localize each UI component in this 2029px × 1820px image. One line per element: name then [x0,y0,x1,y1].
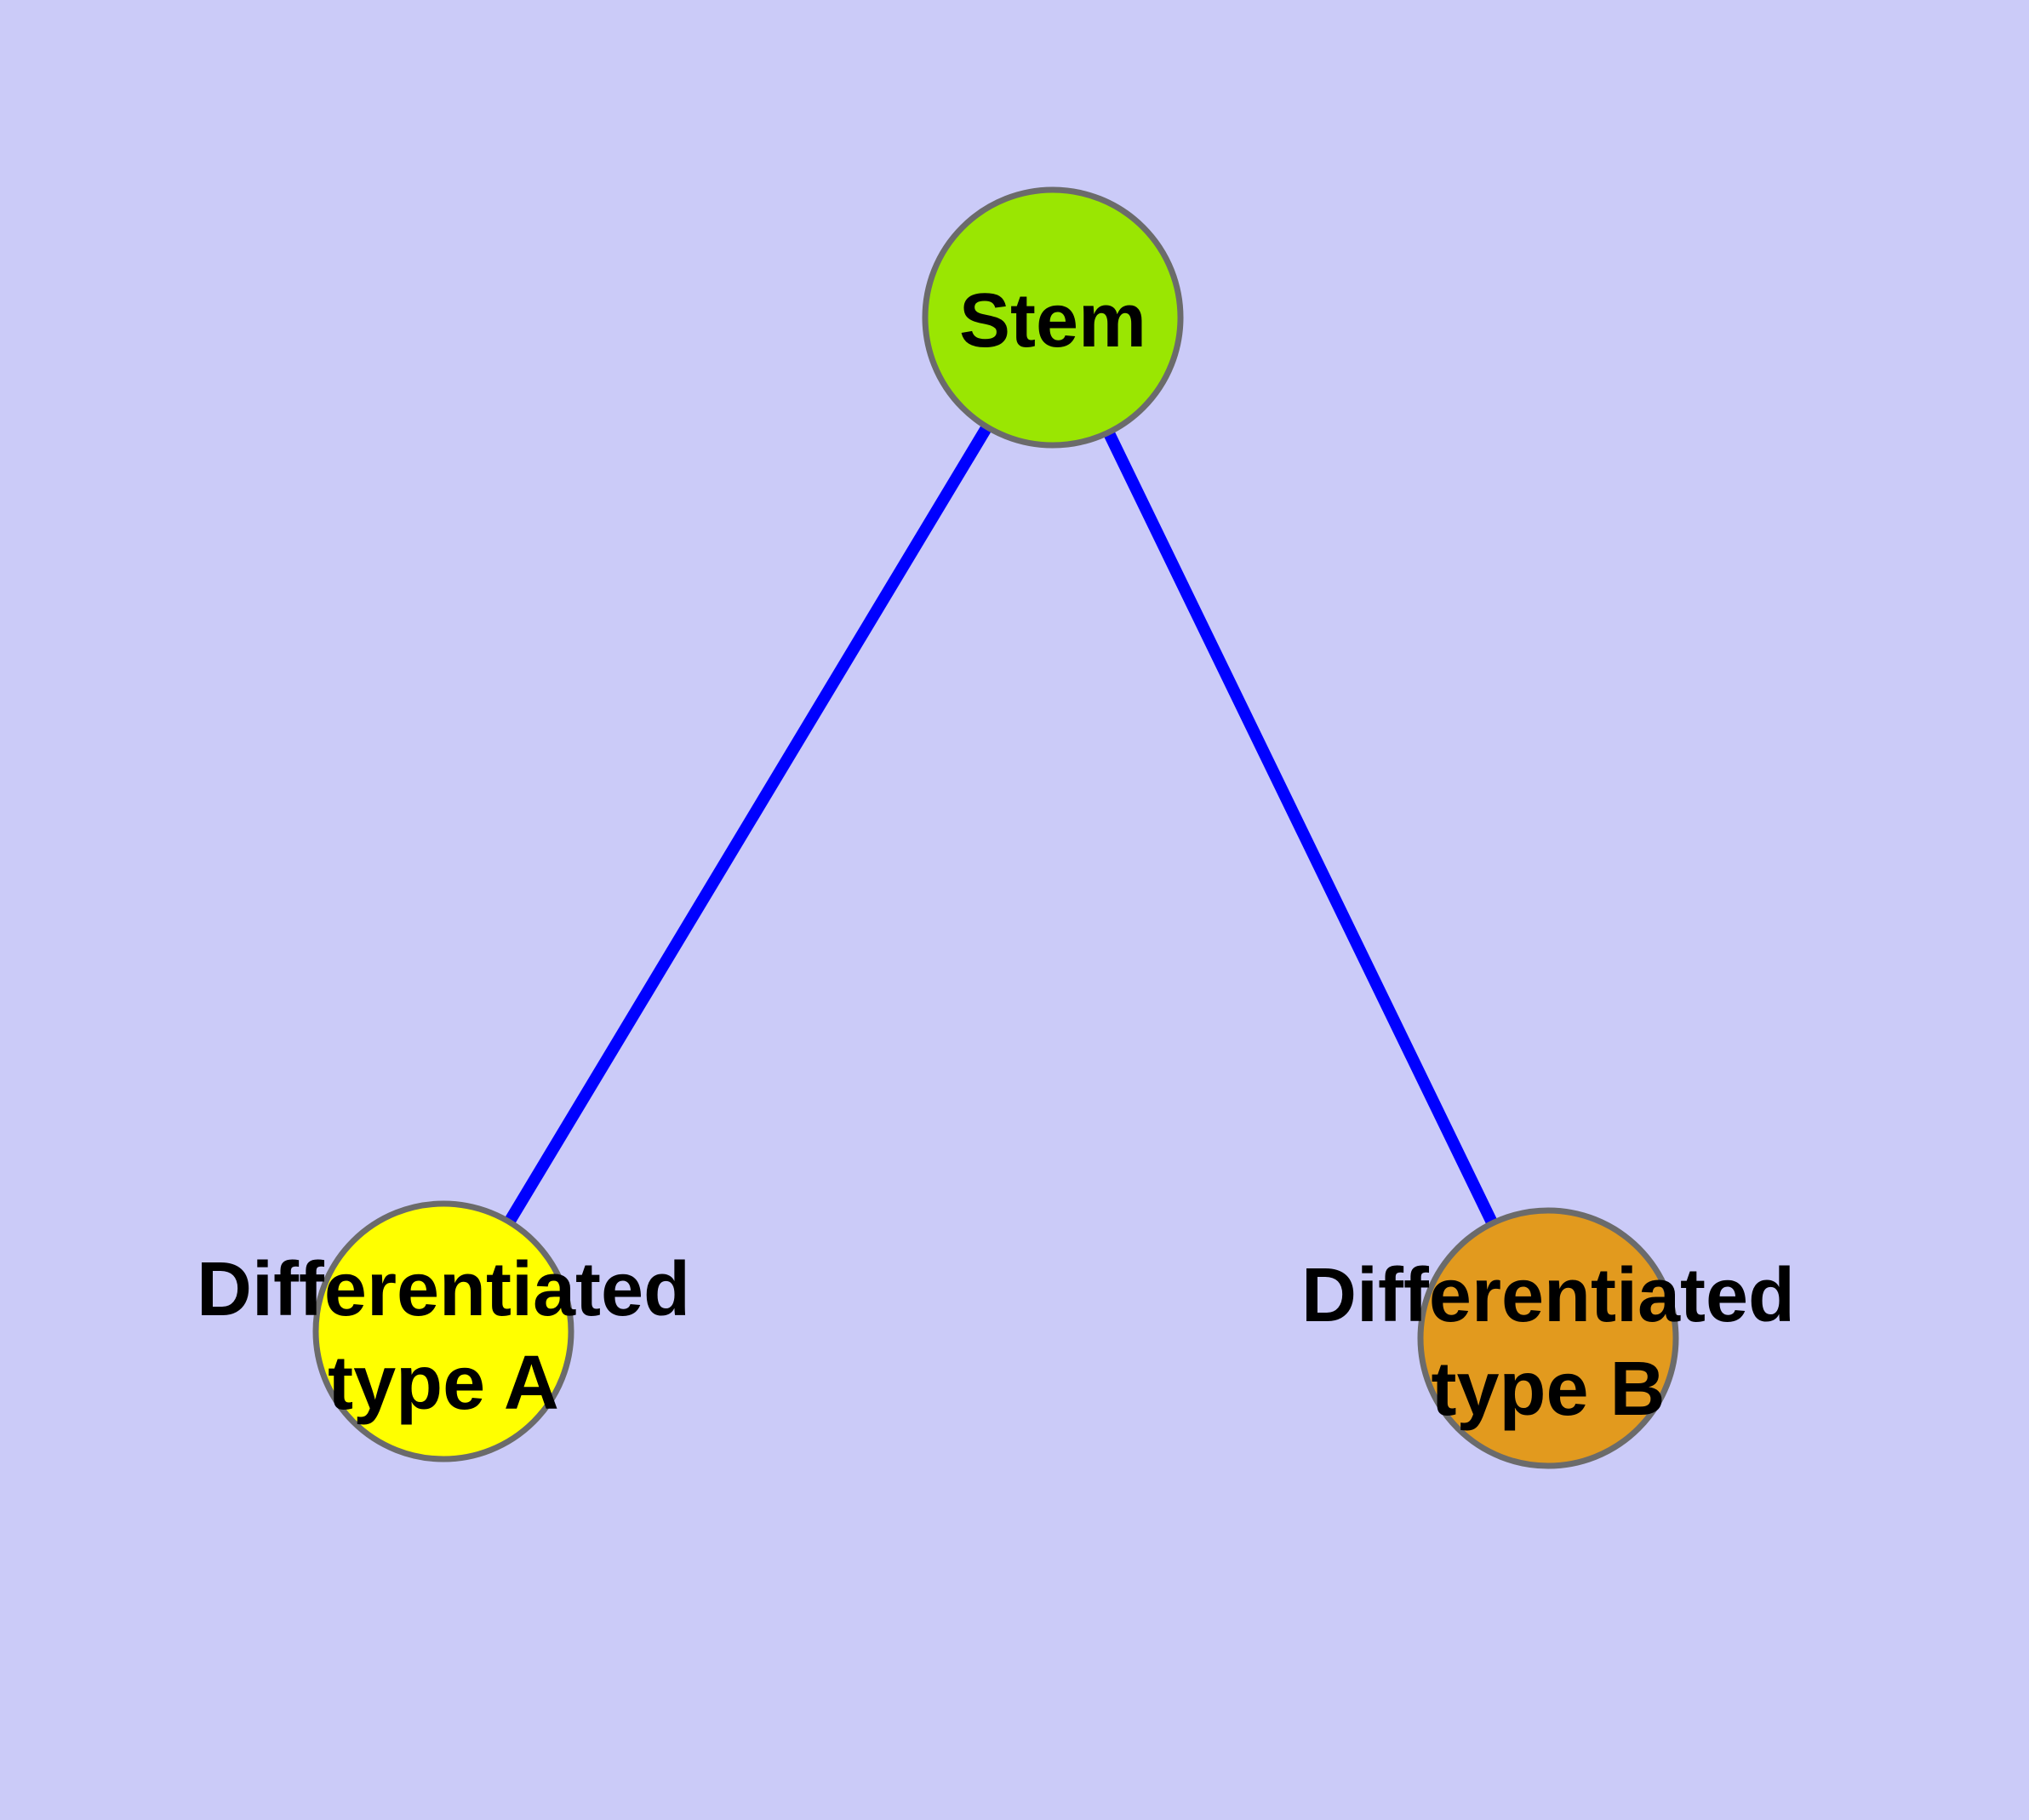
node-type-a-label-line-1: Differentiated [197,1247,690,1332]
node-stem-label: Stem [959,278,1146,363]
node-type-b [1417,1207,1679,1469]
node-type-a-circle [312,1200,574,1462]
edges [438,314,1554,1342]
node-type-b-label-line-2: type B [1431,1347,1665,1432]
node-type-a-label-line-2: type A [328,1341,559,1426]
node-stem [922,186,1184,449]
node-type-b-label-line-1: Differentiated [1301,1253,1795,1338]
node-type-a [312,1200,574,1462]
edge-stem-to-type-a [438,314,1058,1335]
node-labels: Stem Differentiated type A Differentiate… [197,278,1795,1432]
edge-stem-to-type-b [1047,314,1554,1342]
node-type-b-circle [1417,1207,1679,1469]
node-stem-circle [922,186,1184,449]
